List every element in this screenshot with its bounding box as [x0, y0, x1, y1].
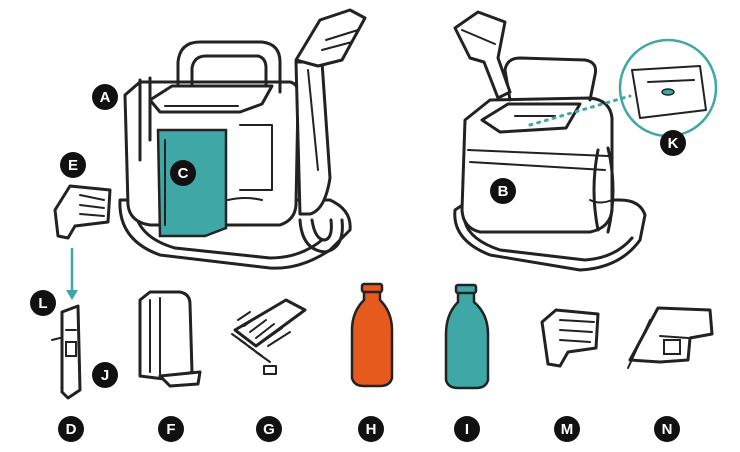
callout-m: M [554, 416, 580, 442]
arrow-down-icon [66, 248, 78, 300]
callout-k: K [660, 130, 686, 156]
part-m [540, 308, 600, 368]
callout-l: L [30, 290, 56, 316]
callout-g: G [256, 416, 282, 442]
part-f [138, 290, 202, 388]
callout-c: C [170, 160, 196, 186]
main-unit-rear [453, 10, 718, 272]
tool-e [53, 184, 112, 240]
bottle-h [350, 282, 394, 388]
callout-f: F [158, 416, 184, 442]
callout-j: J [92, 362, 118, 388]
callout-h: H [358, 416, 384, 442]
part-n [627, 306, 714, 369]
main-unit-front [118, 8, 367, 270]
callout-i: I [454, 416, 480, 442]
hose-wand-d [51, 304, 82, 400]
dotted-leader-icon [528, 94, 632, 127]
callout-n: N [654, 416, 680, 442]
bottle-i [444, 283, 490, 390]
callout-a: A [92, 84, 118, 110]
callout-d: D [58, 416, 84, 442]
part-g-brush [231, 298, 307, 375]
callout-e: E [60, 152, 86, 178]
callout-b: B [490, 178, 516, 204]
